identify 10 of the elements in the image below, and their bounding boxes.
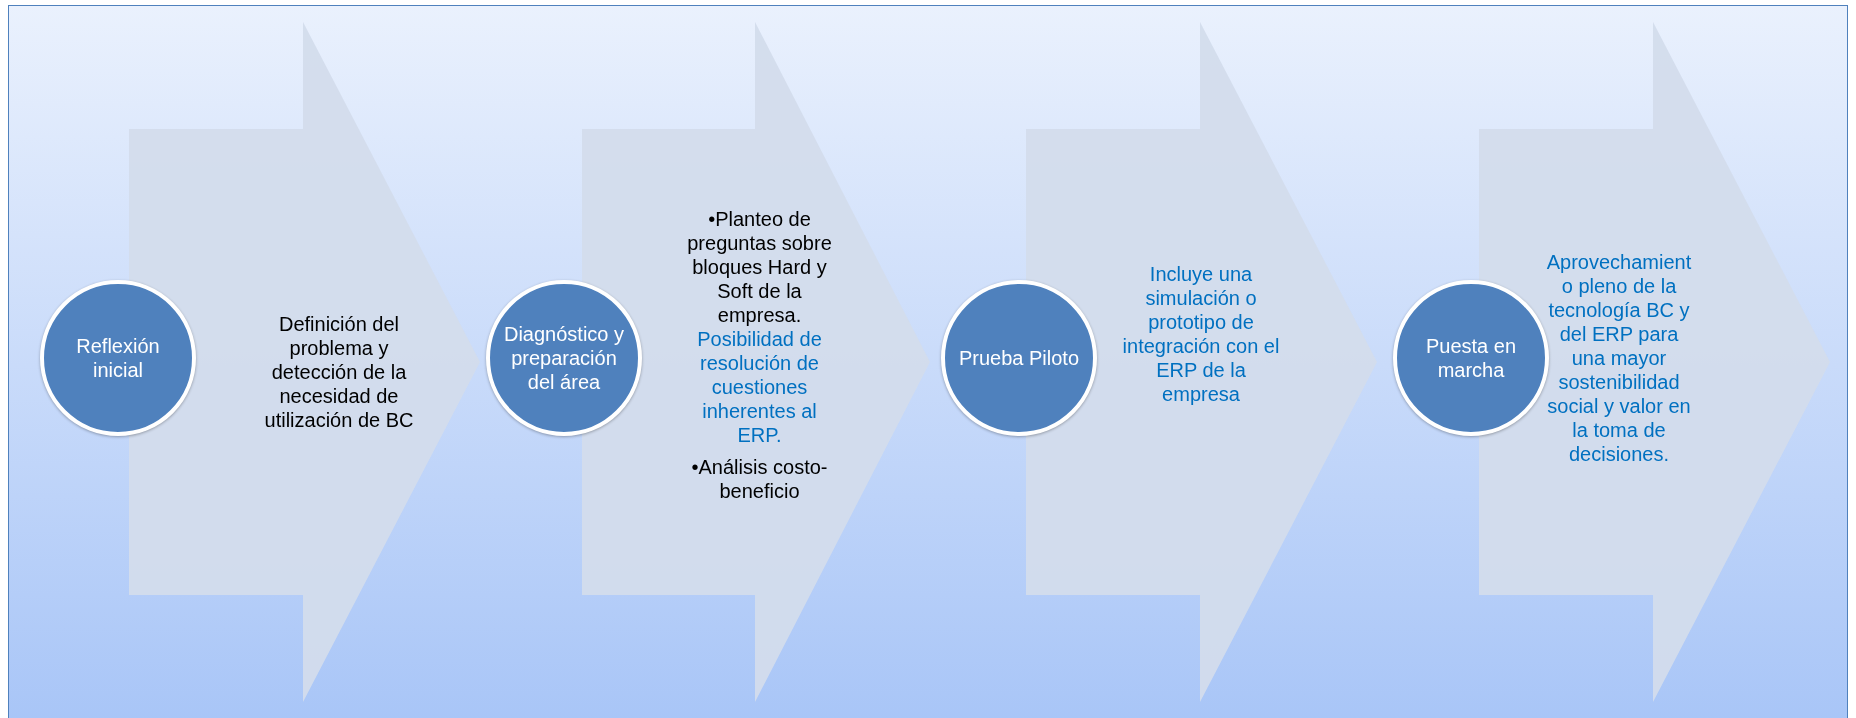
step-description: Posibilidad de resolución de cuestiones inherentes al ERP. xyxy=(696,327,823,447)
bullet-item: •Análisis costo-beneficio xyxy=(690,455,829,503)
step-title: Puesta en marcha xyxy=(1424,334,1518,382)
step-title: Diagnóstico y preparación del área xyxy=(502,322,626,394)
step-description: Incluye una simulación o prototipo de integración con el ERP de la empresa xyxy=(1121,262,1281,406)
step-title: Reflexión inicial xyxy=(75,334,161,382)
step-description: Definición del problema y detección de la necesidad de utilización de BC xyxy=(263,312,415,432)
step-description: Aprovechamiento pleno de la tecnología BC y del ERP para una mayor sostenibilidad social y valor en la toma de decisiones. xyxy=(1545,250,1693,466)
bullet-item: •Planteo de preguntas sobre bloques Hard y Soft de la empresa. xyxy=(686,207,833,327)
step-title: Prueba Piloto xyxy=(957,346,1081,370)
